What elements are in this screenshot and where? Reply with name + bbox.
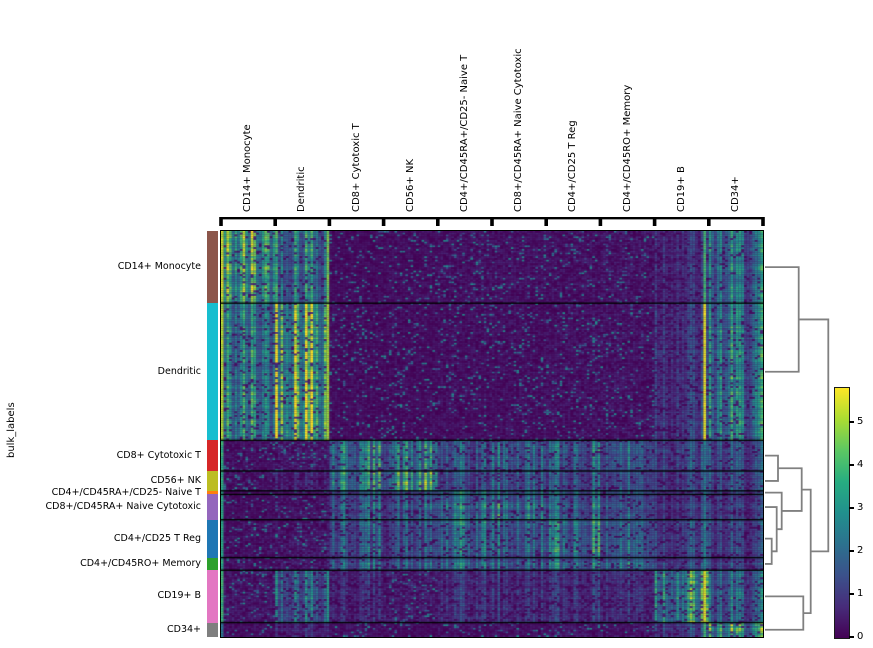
colorbar-tick (849, 421, 854, 423)
row-color-segment (207, 570, 218, 623)
bracket-tick (598, 217, 603, 226)
colorbar-tick (849, 550, 854, 552)
colorbar-tick (849, 593, 854, 595)
row-color-segment (207, 494, 218, 520)
row-group-label: CD4+/CD45RA+/CD25- Naive T (51, 486, 201, 498)
row-group-label: CD4+/CD45RO+ Memory (80, 557, 201, 569)
row-group-label: CD4+/CD25 T Reg (113, 532, 201, 544)
row-group-label: CD8+/CD45RA+ Naive Cytotoxic (45, 501, 201, 513)
bracket-tick (652, 217, 657, 226)
bracket-tick (273, 217, 277, 226)
bracket-tick (707, 217, 711, 226)
row-group-label: CD8+ Cytotoxic T (116, 449, 201, 461)
colorbar-tick-label: 1 (857, 588, 864, 599)
bracket-tick (490, 217, 494, 226)
colorbar-tick-label: 5 (857, 416, 864, 427)
bracket-tick (219, 217, 223, 226)
row-group-label: CD56+ NK (150, 474, 201, 486)
bracket-tick (544, 217, 548, 226)
colorbar-tick (849, 507, 854, 509)
row-color-segment (207, 519, 218, 558)
row-color-segment (207, 231, 218, 304)
bracket-tick (436, 217, 440, 226)
row-color-segment (207, 303, 218, 441)
row-group-label: CD19+ B (157, 590, 201, 602)
heatmap (219, 229, 764, 638)
row-color-segment (207, 622, 218, 637)
colorbar-tick-label: 4 (857, 459, 864, 470)
colorbar (834, 387, 850, 639)
dendrogram-links (765, 266, 830, 631)
bracket-tick (381, 217, 386, 226)
colorbar-tick-label: 3 (857, 502, 864, 513)
bracket-tick (761, 217, 765, 226)
colorbar-tick (849, 636, 854, 638)
colorbar-tick (849, 464, 854, 466)
colorbar-tick-label: 0 (857, 631, 864, 642)
row-group-label: Dendritic (157, 365, 201, 377)
row-group-label: CD14+ Monocyte (117, 261, 201, 273)
row-color-segment (207, 440, 218, 471)
colorbar-tick-label: 2 (857, 545, 864, 556)
row-color-segment (207, 470, 218, 491)
bracket-tick (327, 217, 332, 226)
row-color-segment (207, 490, 218, 495)
row-group-label: CD34+ (167, 623, 201, 635)
row-color-segment (207, 557, 218, 571)
heatmap-canvas (220, 230, 763, 637)
